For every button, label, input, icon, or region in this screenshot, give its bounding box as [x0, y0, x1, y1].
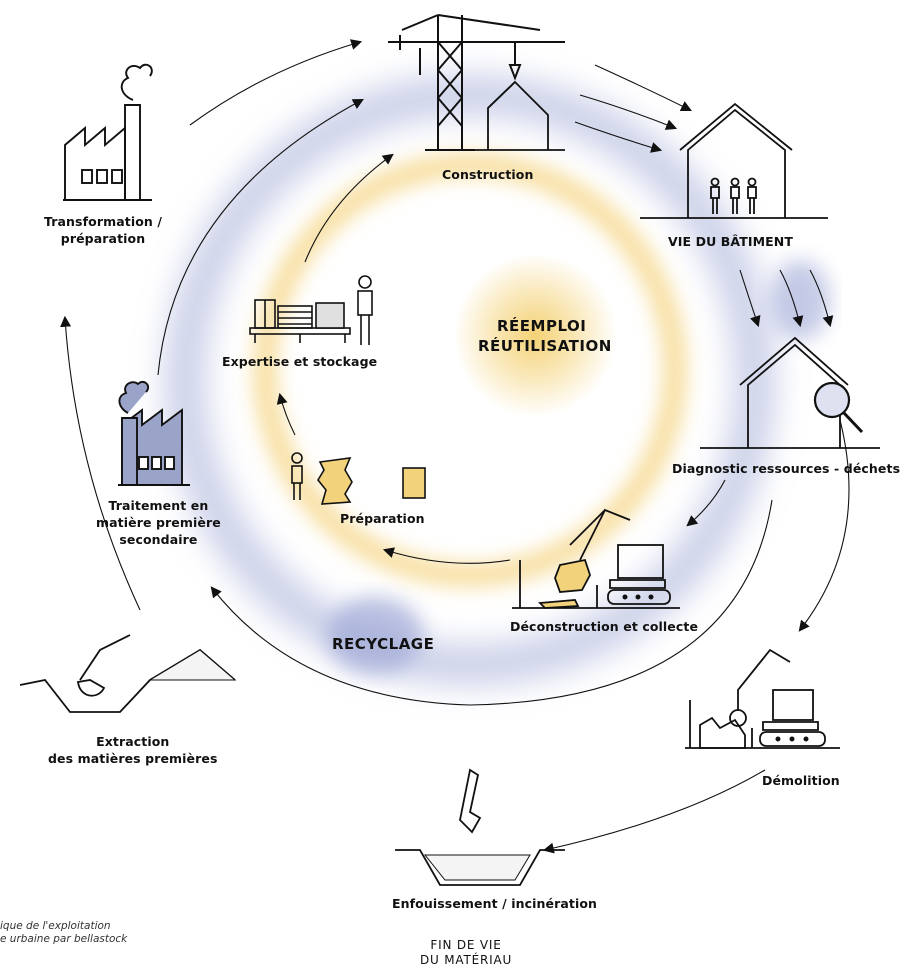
extraction-label: Extraction des matières premières: [48, 734, 218, 766]
recycling-factory-icon: [118, 380, 190, 486]
landfill-pit-icon: [395, 768, 565, 886]
demolition-label: Démolition: [762, 773, 840, 788]
construction-label: Construction: [442, 167, 534, 182]
crane-icon: [388, 14, 565, 151]
landfill-label: Enfouissement / incinération: [392, 896, 598, 911]
source-caption: ique de l'exploitation e urbaine par bel…: [0, 920, 128, 945]
preparation-label: Préparation: [340, 511, 425, 526]
reuse-loop-glow: [254, 154, 686, 586]
reuse-title-line2: RÉUTILISATION: [478, 337, 612, 355]
extraction-pit-icon: [19, 634, 237, 713]
recycling-loop-arrows: [60, 39, 850, 854]
deconstruction-label: Déconstruction et collecte: [510, 619, 699, 634]
demolition-excavator-icon: [685, 648, 840, 749]
house-under-construction-icon: [470, 80, 565, 151]
reuse-title-line1: RÉEMPLOI: [497, 317, 587, 335]
recycling-title: RECYCLAGE: [332, 635, 435, 653]
preparation-icon: [291, 452, 426, 505]
end-of-life-label: FIN DE VIE DU MATÉRIAU: [420, 938, 513, 967]
reuse-center-glow: [453, 253, 617, 417]
reuse-loop-arrows: [276, 153, 726, 564]
expertise-label: Expertise et stockage: [222, 354, 378, 369]
secondary-treatment-label: Traitement en matière première secondair…: [96, 498, 221, 547]
inhabited-house-icon: [640, 102, 828, 219]
building-life-label: VIE DU BÂTIMENT: [668, 234, 793, 249]
diagnostic-magnifier-icon: [700, 336, 880, 449]
deconstruction-excavator-icon: [512, 508, 680, 609]
transformation-label: Transformation / préparation: [44, 214, 163, 246]
diagnostic-label: Diagnostic ressources - déchets: [672, 461, 901, 476]
storage-pallet-icon: [249, 275, 373, 345]
factory-icon: [63, 63, 153, 201]
